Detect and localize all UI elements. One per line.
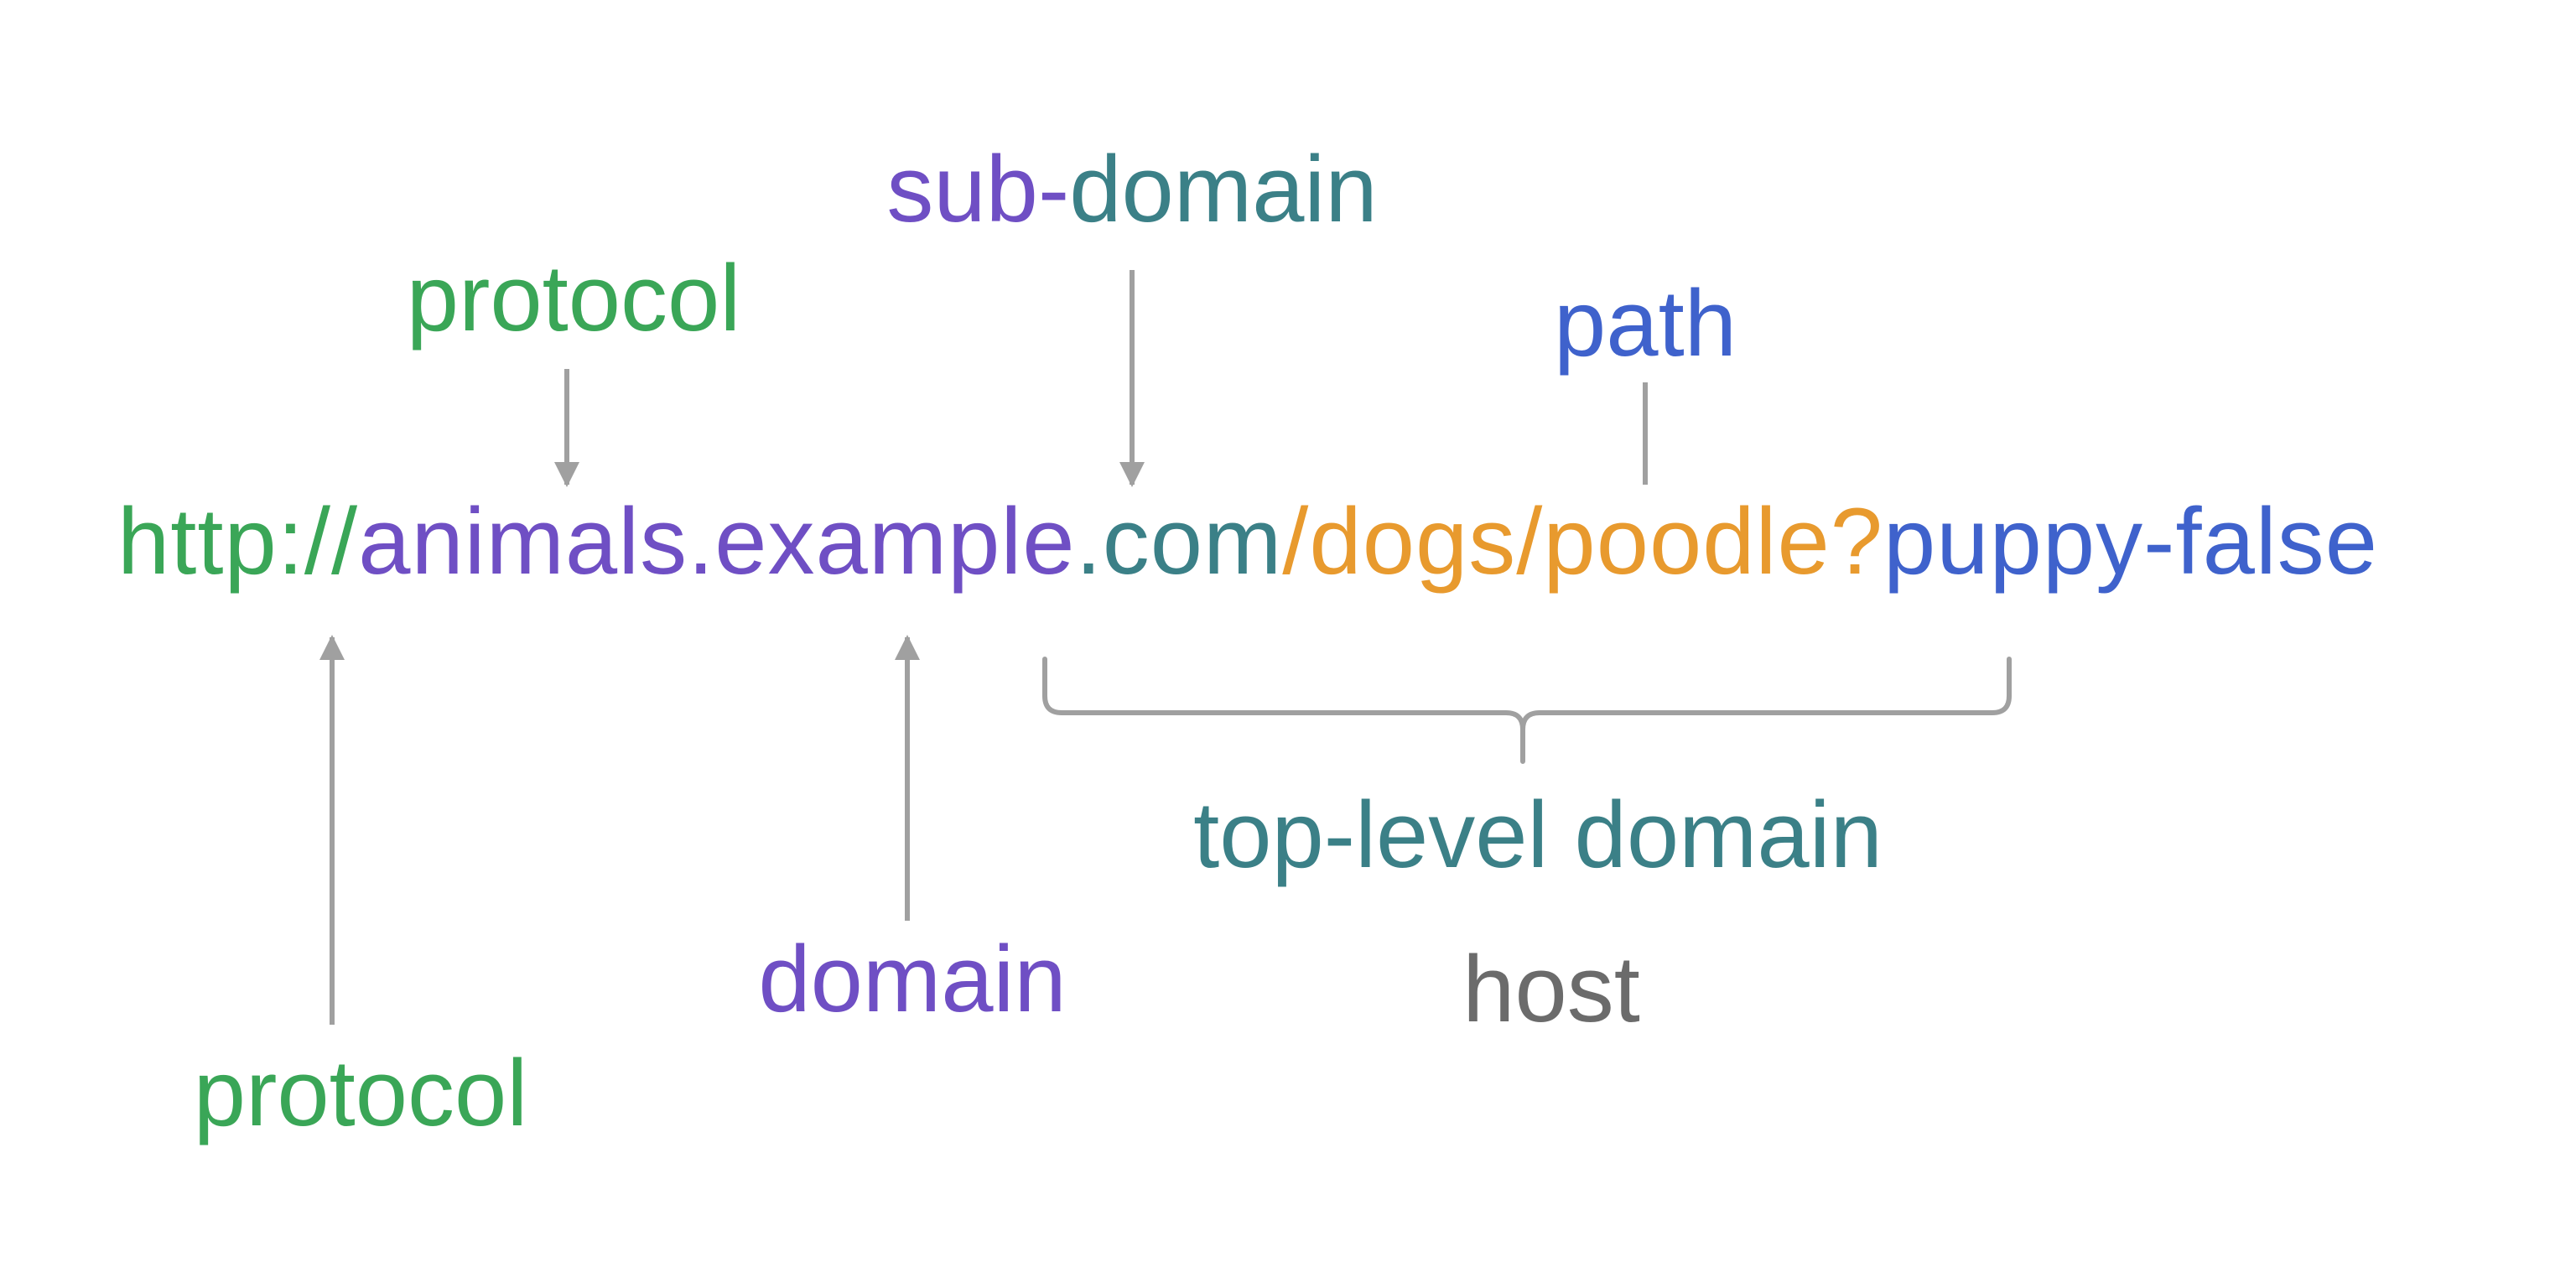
label-sub-domain-part1: sub- bbox=[886, 137, 1070, 242]
url-segment-path: /dogs/poodle? bbox=[1282, 489, 1884, 594]
label-sub-domain: sub-domain bbox=[886, 143, 1377, 236]
url-segment-dot-1: . bbox=[688, 489, 715, 594]
url-segment-tld: com bbox=[1102, 489, 1283, 594]
label-protocol-top: protocol bbox=[406, 246, 741, 351]
label-path: path bbox=[1554, 271, 1737, 376]
url-segment-query: puppy-false bbox=[1883, 489, 2379, 594]
url-segment-sub-domain: animals bbox=[358, 489, 688, 594]
label-host: host bbox=[1462, 937, 1640, 1041]
label-protocol-bottom: protocol bbox=[193, 1041, 528, 1145]
tld-brace bbox=[1042, 657, 2012, 764]
label-domain: domain bbox=[758, 927, 1067, 1031]
label-sub-domain-part2: domain bbox=[1069, 137, 1378, 242]
url-segment-protocol: http:// bbox=[117, 489, 359, 594]
url-segment-dot-2: . bbox=[1075, 489, 1103, 594]
url-text: http://animals.example.com/dogs/poodle?p… bbox=[117, 495, 2378, 589]
label-top-level-domain: top-level domain bbox=[1193, 782, 1883, 887]
url-segment-domain: example bbox=[714, 489, 1076, 594]
